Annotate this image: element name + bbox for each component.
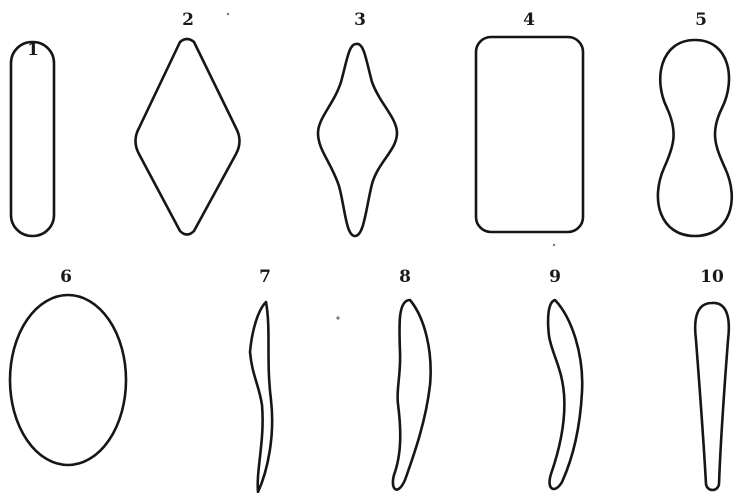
figure-number-4: 4 <box>523 10 535 30</box>
figure-10-outline <box>695 303 729 490</box>
figure-5-outline <box>658 40 732 236</box>
figure-number-10: 10 <box>700 267 724 287</box>
figure-4-outline <box>476 37 583 232</box>
figure-2: 2 <box>136 10 240 235</box>
figure-7-outline <box>250 302 272 492</box>
figure-number-8: 8 <box>399 267 411 287</box>
figure-10: 10 <box>695 267 729 490</box>
figure-8: 8 <box>393 267 431 490</box>
figure-1: 1 <box>11 40 54 236</box>
print-speck <box>227 13 229 15</box>
figure-2-outline <box>136 39 240 235</box>
figure-3: 3 <box>318 10 397 236</box>
figure-8-outline <box>393 300 431 490</box>
print-speck <box>336 316 339 319</box>
figure-number-9: 9 <box>549 267 561 287</box>
figure-number-6: 6 <box>60 267 72 287</box>
figure-3-outline <box>318 44 397 236</box>
figure-9-outline <box>548 300 582 489</box>
figure-1-outline <box>11 42 54 236</box>
figure-number-3: 3 <box>354 10 366 30</box>
figure-4: 4 <box>476 10 583 232</box>
figure-number-2: 2 <box>182 10 194 30</box>
figure-6: 6 <box>10 267 126 465</box>
figure-6-outline <box>10 295 126 465</box>
figure-5: 5 <box>658 10 732 236</box>
figure-9: 9 <box>548 267 582 489</box>
figure-7: 7 <box>250 267 272 492</box>
figure-number-5: 5 <box>695 10 707 30</box>
print-speck <box>553 244 555 246</box>
figure-number-7: 7 <box>259 267 271 287</box>
